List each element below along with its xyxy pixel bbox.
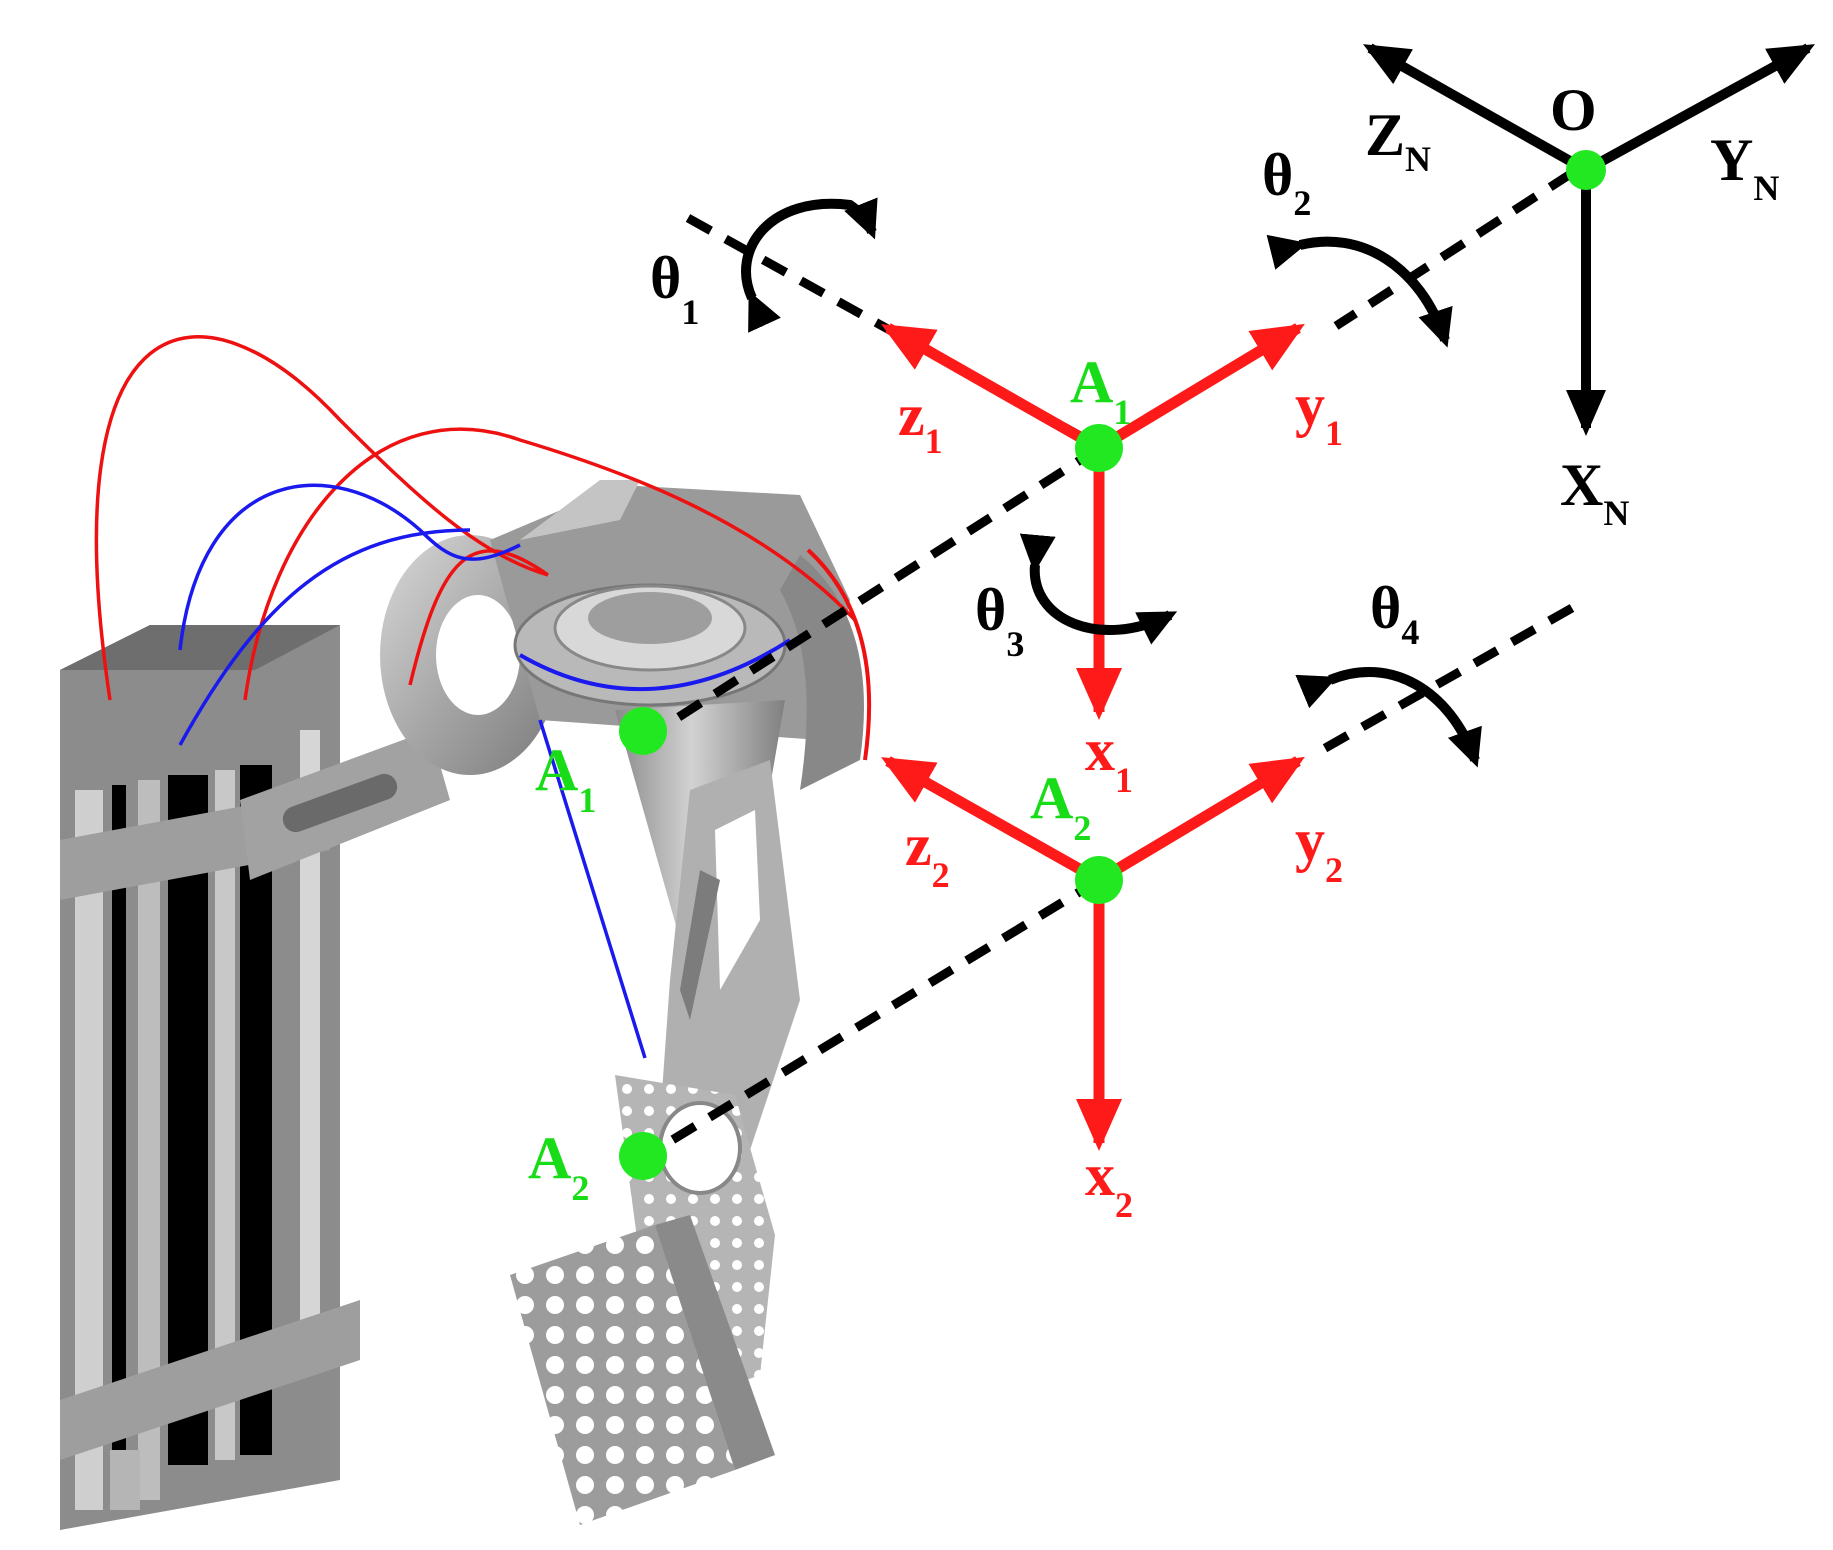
label-subscript: N	[1405, 139, 1431, 179]
label-subscript: 1	[578, 780, 596, 820]
frame2-axis-z	[881, 756, 1102, 885]
label-subscript: 1	[1325, 413, 1343, 453]
label-base: Z	[1365, 102, 1405, 168]
label-base: Y	[1710, 127, 1753, 193]
label-base: A	[535, 737, 578, 803]
world-axis-y	[1583, 43, 1816, 175]
world-axis-z-label: ZN	[1365, 102, 1431, 179]
label-base: A	[1070, 349, 1113, 415]
frame1-axis-y-label: y1	[1295, 372, 1343, 453]
label-subscript: 3	[1006, 624, 1024, 664]
joint-markers	[619, 150, 1606, 1180]
label-base: z	[905, 812, 932, 878]
label-base: θ	[1262, 142, 1293, 208]
frame2-point-label: A2	[1030, 765, 1091, 848]
label-subscript: 2	[1073, 808, 1091, 848]
label-subscript: N	[1753, 168, 1779, 208]
theta3-label: θ3	[975, 577, 1024, 664]
label-base: X	[1560, 452, 1603, 518]
label-subscript: N	[1603, 493, 1629, 533]
lower-link-plate	[660, 760, 800, 1150]
base-frame	[60, 625, 360, 1530]
label-base: x	[1085, 1142, 1115, 1208]
joint-marker-icon	[1075, 424, 1123, 472]
frame-2	[881, 756, 1305, 1151]
rotation-arrow-icon	[1019, 533, 1178, 645]
rotation-arrow-icon	[741, 197, 878, 333]
label-base: y	[1295, 807, 1325, 873]
model-point-A2-label: A2	[528, 1125, 589, 1208]
frame2-axis-y-label: y2	[1295, 807, 1343, 890]
label-subscript: 2	[571, 1168, 589, 1208]
rotation-arrows	[741, 197, 1482, 768]
label-base: x	[1085, 717, 1115, 783]
rotation-arrow-icon	[1266, 234, 1453, 348]
label-subscript: 2	[1325, 850, 1343, 890]
hand-plate	[510, 1215, 775, 1525]
label-subscript: 2	[1293, 183, 1311, 223]
world-axis-z	[1363, 43, 1589, 175]
theta1-label: θ1	[650, 245, 699, 332]
frame1-point-label: A1	[1070, 349, 1131, 432]
rotation-arrow-icon	[1295, 667, 1482, 768]
label-subscript: 1	[1115, 760, 1133, 800]
axis-theta4	[1310, 604, 1575, 759]
theta2-label: θ2	[1262, 142, 1311, 223]
frame1-axis-y	[1096, 323, 1305, 453]
robot-arm-cad-model	[60, 335, 872, 1530]
label-base: y	[1295, 372, 1325, 438]
world-frame	[1363, 43, 1816, 436]
label-base: z	[898, 382, 925, 448]
upper-housing	[490, 480, 872, 790]
label-base: θ	[975, 577, 1006, 643]
theta4-label: θ4	[1370, 575, 1419, 652]
joint-marker-icon	[619, 707, 667, 755]
joint-marker-icon	[1075, 856, 1123, 904]
label-base: θ	[650, 245, 681, 311]
label-subscript: 1	[925, 421, 943, 461]
frame2-axis-y	[1096, 756, 1305, 885]
joint-marker-icon	[1566, 150, 1606, 190]
label-subscript: 1	[1113, 392, 1131, 432]
frame2-axis-x-label: x2	[1085, 1142, 1133, 1225]
frame2-axis-z-label: z2	[905, 812, 950, 895]
label-subscript: 2	[932, 855, 950, 895]
shoulder-bracket	[240, 535, 560, 880]
world-axis-y-label: YN	[1710, 127, 1779, 208]
label-subscript: 2	[1115, 1185, 1133, 1225]
label-subscript: 4	[1401, 612, 1419, 652]
model-point-A1-label: A1	[535, 737, 596, 820]
joint-marker-icon	[619, 1132, 667, 1180]
label-base: A	[1030, 765, 1073, 831]
frame1-axis-z	[881, 323, 1102, 453]
cables	[94, 335, 857, 1059]
frame1-axis-z-label: z1	[898, 382, 943, 461]
frame1-axis-x-label: x1	[1085, 717, 1133, 800]
axis-A2	[643, 876, 1102, 1160]
axis-A1	[643, 444, 1102, 742]
label-subscript: 1	[681, 292, 699, 332]
world-axis-x-label: XN	[1560, 452, 1629, 533]
world-origin-label: O	[1550, 77, 1597, 143]
label-base: A	[528, 1125, 571, 1191]
label-base: θ	[1370, 575, 1401, 641]
